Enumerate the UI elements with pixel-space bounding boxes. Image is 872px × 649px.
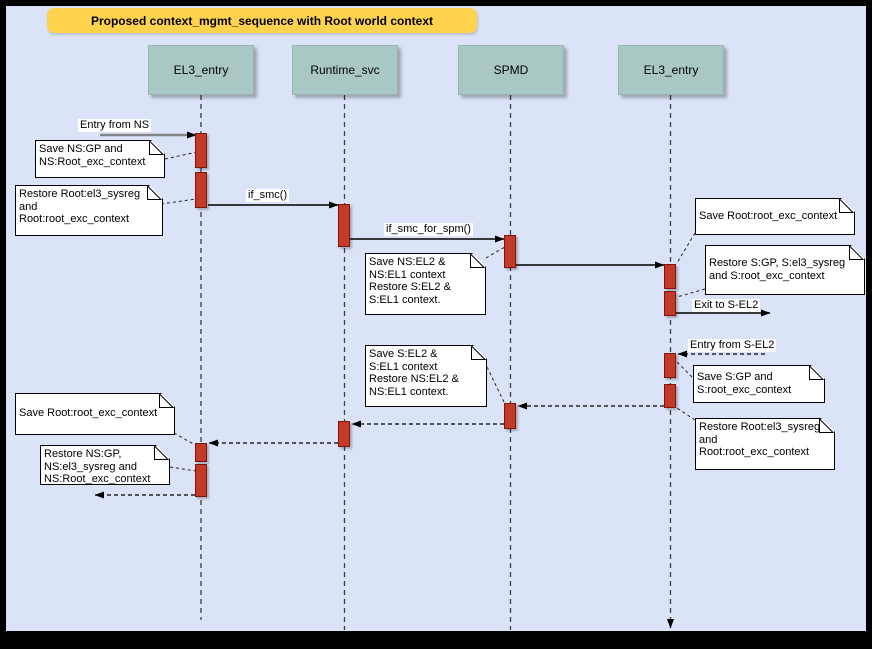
note-fold-icon [839,199,854,214]
lifeline-label: EL3_entry [643,63,699,77]
activation-bar [195,133,207,168]
note-fold-icon [159,394,174,409]
activation-bar [195,464,207,497]
activation-bar [338,421,350,447]
message-label-entry-from-ns: Entry from NS [78,119,152,132]
note-fold-icon [849,246,864,261]
note-save-root-right: Save Root:root_exc_context [695,198,855,235]
lifeline-header-el3-entry-right: EL3_entry [618,45,724,95]
diagram-canvas [6,6,866,631]
note-fold-icon [809,366,824,381]
lifeline-label: EL3_entry [173,63,229,77]
diagram-title: Proposed context_mgmt_sequence with Root… [47,8,477,33]
activation-bar [504,403,516,429]
note-restore-s-gp: Restore S:GP, S:el3_sysreg and S:root_ex… [705,245,865,295]
message-label-if-smc-for-spm: if_smc_for_spm() [384,223,473,236]
note-fold-icon [154,446,169,461]
lifeline-header-runtime-svc: Runtime_svc [292,45,398,95]
note-fold-icon [470,254,485,269]
note-fold-icon [149,141,164,156]
note-restore-root-right: Restore Root:el3_sysreg and Root:root_ex… [695,418,835,470]
message-label-if-smc: if_smc() [246,189,290,202]
activation-bar [664,291,676,316]
note-fold-icon [471,346,486,361]
note-save-ns-gp: Save NS:GP and NS:Root_exc_context [35,140,165,178]
lifeline-label: Runtime_svc [310,63,380,77]
message-label-entry-from-s-el2: Entry from S-EL2 [688,339,777,352]
note-save-ns-el2: Save NS:EL2 & NS:EL1 context Restore S:E… [365,253,486,315]
message-label-exit-to-s-el2: Exit to S-EL2 [692,299,761,312]
note-restore-ns-gp: Restore NS:GP, NS:el3_sysreg and NS:Root… [40,445,170,485]
note-save-s-el2: Save S:EL2 & S:EL1 context Restore NS:EL… [365,345,487,407]
note-save-root-left: Save Root:root_exc_context [15,393,175,435]
activation-bar [664,384,676,408]
lifeline-header-spmd: SPMD [458,45,564,95]
lifeline-label: SPMD [493,63,529,77]
activation-bar [664,353,676,378]
activation-bar [195,443,207,462]
note-restore-root-left-top: Restore Root:el3_sysreg and Root:root_ex… [15,185,163,236]
lifeline-header-el3-entry-left: EL3_entry [148,45,254,95]
activation-bar [338,204,350,247]
note-fold-icon [819,419,834,434]
note-save-s-gp: Save S:GP and S:root_exc_context [693,365,825,403]
activation-bar [195,172,207,208]
activation-bar [664,264,676,289]
note-fold-icon [147,186,162,201]
activation-bar [504,235,516,268]
